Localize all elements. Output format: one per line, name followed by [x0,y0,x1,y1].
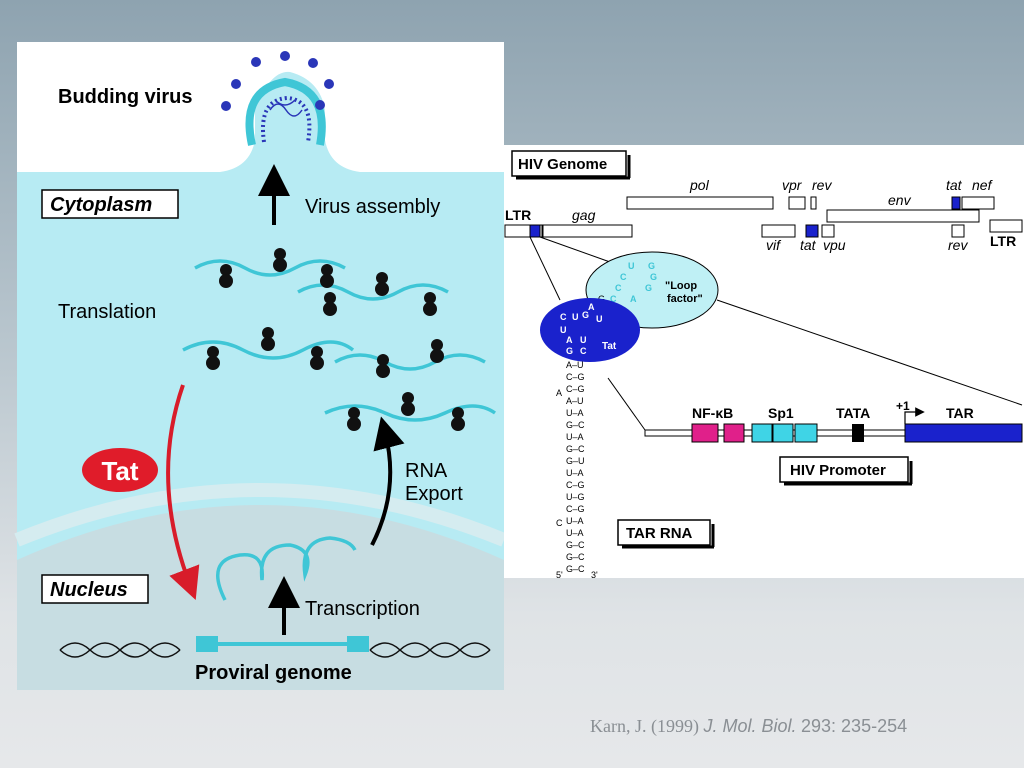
hiv-genome-title: HIV Genome [518,156,607,173]
svg-text:C–G: C–G [566,504,585,514]
ltr-right-label: LTR [990,233,1016,249]
svg-text:G: G [650,272,657,282]
gene-tat-top-label: tat [946,177,963,193]
gene-rev-top-label: rev [812,177,832,193]
hiv-promoter-title: HIV Promoter [790,462,886,479]
svg-text:U: U [596,314,603,324]
citation: Karn, J. (1999) J. Mol. Biol. 293: 235-2… [590,716,1010,737]
translation-polysomes [182,259,497,422]
svg-text:A–U: A–U [566,396,584,406]
gene-pol-label: pol [689,177,710,193]
svg-text:A: A [588,302,595,312]
tar-label: TAR [946,405,974,421]
svg-text:C: C [615,283,622,293]
svg-text:G–C: G–C [566,540,585,550]
rna-label: RNA [405,460,448,482]
svg-text:U–A: U–A [566,528,584,538]
gene-rev-bottom-label: rev [948,237,968,253]
svg-text:G–C: G–C [566,420,585,430]
svg-text:A–U: A–U [566,360,584,370]
virus-assembly-label: Virus assembly [305,196,440,218]
cytoplasm-box [41,189,179,219]
svg-text:C: C [556,518,563,528]
hiv-promoter [644,407,1023,443]
svg-text:G–C: G–C [566,552,585,562]
citation-author: Karn, J. (1999) [590,716,699,736]
nucleus-label: Nucleus [50,579,128,601]
svg-text:C–G: C–G [566,384,585,394]
svg-text:U: U [572,312,579,322]
svg-text:G: G [648,261,655,271]
nfkb-label: NF-κB [692,405,733,421]
citation-ref: 293: 235-254 [801,716,908,736]
svg-text:U: U [560,325,567,335]
tat-protein-ellipse [540,298,640,362]
gene-vif-label: vif [766,237,782,253]
translation-label: Translation [58,301,156,323]
plus1-label: +1 [896,399,910,413]
gene-tat-bottom-label: tat [800,237,817,253]
svg-text:G: G [566,346,573,356]
gene-vpr-label: vpr [782,177,803,193]
tat-ellipse [82,448,158,492]
svg-text:A: A [566,335,573,345]
ltr-left-label: LTR [505,207,531,223]
rna-export-arrow [370,416,405,546]
svg-text:U–A: U–A [566,432,584,442]
svg-text:U–A: U–A [566,516,584,526]
svg-text:G–U: G–U [566,456,585,466]
lifecycle-panel: Budding virus Cytoplasm Virus assembly [14,42,507,690]
gene-vpu-label: vpu [823,237,846,253]
genome-panel: HIV Genome pol vpr rev tat nef env LTR g… [504,145,1024,580]
gene-nef-label: nef [972,177,994,193]
svg-text:C: C [560,312,567,322]
svg-text:U: U [580,335,587,345]
cytoplasm-label: Cytoplasm [50,194,152,216]
ribosomes [206,248,465,431]
gene-gag-label: gag [572,207,596,223]
transcription-label: Transcription [305,598,420,620]
svg-text:C–G: C–G [566,372,585,382]
proviral-dna [59,636,491,658]
svg-text:G–C: G–C [566,444,585,454]
tar-stem: A–U C–G A C–G A–U U–A G–C U–A G–C G–U U–… [556,360,585,574]
svg-text:U–A: U–A [566,408,584,418]
nucleus-box [41,574,149,604]
three-prime-label: 3' [591,570,598,580]
svg-text:G: G [582,310,589,320]
budding-virus-label: Budding virus [58,86,192,108]
svg-text:U–G: U–G [566,492,585,502]
tat-arrow [166,384,200,600]
proviral-genome-label: Proviral genome [195,662,352,684]
tat-label: Tat [101,456,138,486]
tata-label: TATA [836,405,870,421]
svg-text:C: C [610,294,617,304]
nascent-rna [216,536,357,601]
svg-text:U–A: U–A [566,468,584,478]
export-label: Export [405,483,463,505]
budding-virus-icon [221,51,334,146]
svg-text:U: U [628,261,635,271]
svg-text:G: G [645,283,652,293]
svg-text:G–C: G–C [566,564,585,574]
loop-factor-label-1: "Loop [665,280,697,292]
svg-text:C: C [620,272,627,282]
tat-protein-label: Tat [602,341,617,352]
svg-text:A: A [630,294,637,304]
citation-journal: J. Mol. Biol. [703,716,797,736]
gene-env-label: env [888,192,912,208]
gene-boxes [504,196,1023,238]
svg-text:C–G: C–G [566,480,585,490]
sp1-label: Sp1 [768,405,794,421]
svg-text:C: C [580,346,587,356]
loop-factor-label-2: factor" [667,293,703,305]
tar-rna-title: TAR RNA [626,525,693,542]
five-prime-label: 5' [556,570,563,580]
svg-text:A: A [556,388,562,398]
